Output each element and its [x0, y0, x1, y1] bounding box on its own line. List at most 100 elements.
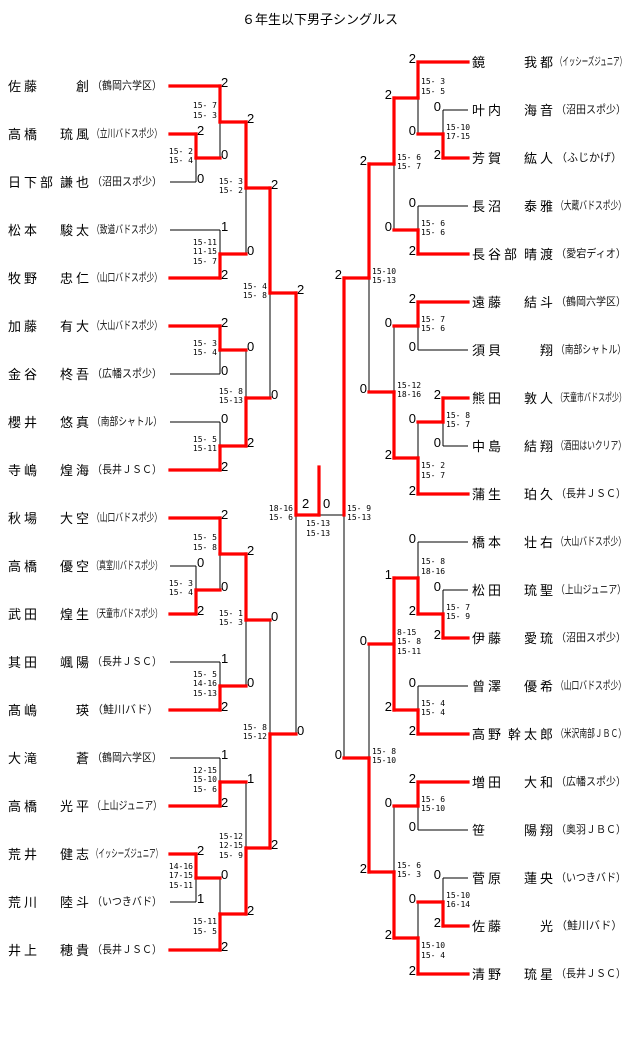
right-player-entry: 清野琉星長井ＪＳＣ — [472, 965, 633, 983]
player-club: ふじかげ — [556, 149, 622, 165]
match-score-top: 2 — [384, 87, 392, 102]
player-name: 松田琉聖 — [472, 580, 556, 599]
player-family-name: 日下部 — [8, 175, 57, 191]
game-score: 15-10 — [446, 122, 471, 132]
match-score-bottom: 0 — [297, 723, 305, 738]
game-score: 15- 8 — [242, 722, 267, 732]
game-score: 15- 6 — [421, 794, 446, 804]
player-family-name: 秋場 — [8, 511, 41, 527]
player-club: 広幡スポ少 — [556, 773, 626, 789]
player-given-name: 穂貴 — [59, 943, 92, 959]
match-score-top: 1 — [384, 567, 392, 582]
player-family-name: 笹 — [472, 823, 489, 839]
game-score: 15- 1 — [218, 608, 243, 618]
player-name: 櫻井悠真 — [8, 412, 92, 431]
player-club: 南部シャトル — [92, 413, 162, 429]
player-family-name: 熊田 — [472, 391, 505, 407]
game-score: 15- 8 — [446, 410, 471, 420]
right-player-entry: 佐藤光鮭川バド — [472, 917, 622, 935]
right-player-entry: 鏡我都イッシーズジュニア — [472, 53, 640, 71]
right-player-entry: 叶内海音沼田スポ少 — [472, 101, 633, 119]
match-score-bottom: 0 — [408, 123, 416, 138]
player-given-name: 蓮央 — [523, 871, 556, 887]
game-score: 15- 6 — [421, 218, 446, 228]
left-player-entry: 武田煌生天童市バドスポ少 — [8, 605, 202, 623]
player-given-name: 悠真 — [59, 415, 92, 431]
player-name: 長谷部晴渡 — [472, 244, 556, 263]
match-score-bottom: 2 — [433, 627, 441, 642]
player-family-name: 橋本 — [472, 535, 505, 551]
right-player-entry: 芳賀紘人ふじかげ — [472, 149, 622, 167]
game-score: 15- 9 — [218, 850, 243, 860]
player-name: 熊田 敦人 — [472, 388, 556, 407]
player-family-name: 高橋 — [8, 127, 41, 143]
player-family-name: 牧野 — [8, 271, 41, 287]
player-club: 酒田はいクリア — [556, 437, 626, 453]
match-score-top: 0 — [247, 339, 255, 354]
match-score-top: 2 — [297, 282, 305, 297]
player-family-name: 菅原 — [472, 871, 505, 887]
player-family-name: 寺嶋 — [8, 463, 41, 479]
game-score: 15- 5 — [421, 86, 446, 96]
player-club: 広幡スポ少 — [92, 365, 162, 381]
player-name: 髙嶋瑛 — [8, 700, 92, 719]
player-name: 寺嶋煌海 — [8, 460, 92, 479]
player-name: 其田颯陽 — [8, 652, 92, 671]
player-given-name: 創 — [75, 79, 92, 95]
game-score: 15-13 — [347, 513, 372, 522]
right-player-entry: 蒲生珀久長井ＪＳＣ — [472, 484, 633, 503]
game-score: 15- 5 — [192, 434, 217, 444]
match-score-top: 0 — [408, 411, 416, 426]
match-score-bottom: 2 — [221, 459, 229, 474]
player-family-name: 中島 — [472, 439, 505, 455]
player-name: 菅原 蓮央 — [472, 868, 556, 887]
player-given-name: 健志 — [59, 847, 92, 863]
player-family-name: 加藤 — [8, 319, 41, 335]
right-player-entry: 橋本壮右大山バドスポ少 — [472, 533, 640, 551]
game-score: 16-14 — [446, 900, 471, 909]
left-player-entry: 秋場大空山口バドスポ少 — [8, 509, 191, 527]
player-family-name: 長谷部 — [472, 247, 521, 263]
match-score-top: 0 — [271, 609, 279, 624]
player-family-name: 金谷 — [8, 367, 41, 383]
game-score: 15- 3 — [168, 578, 193, 588]
match-score-bottom: 2 — [221, 939, 229, 954]
player-club: 大蔵バドスポ少 — [556, 197, 626, 213]
player-family-name: 松本 — [8, 223, 41, 239]
player-name: 加藤有大 — [8, 316, 92, 335]
match-score-top: 0 — [221, 867, 229, 882]
left-player-entry: 佐藤創鶴岡六学区 — [8, 76, 169, 95]
game-score: 15- 6 — [268, 513, 293, 522]
player-family-name: 高野 — [472, 727, 505, 743]
player-family-name: 増田 — [472, 775, 505, 791]
player-given-name: 敦人 — [523, 391, 556, 407]
match-score-bottom: 2 — [433, 915, 441, 930]
match-score-top: 0 — [433, 867, 441, 882]
match-score-top: 1 — [221, 651, 229, 666]
match-score-top: 2 — [247, 543, 255, 558]
game-score: 15-13 — [306, 519, 331, 528]
game-score: 17-15 — [168, 871, 193, 881]
match-score-bottom: 1 — [197, 891, 205, 906]
match-score-bottom: 2 — [221, 699, 229, 714]
player-given-name: 颯陽 — [59, 655, 92, 671]
player-given-name: 泰雅 — [523, 199, 556, 215]
game-score: 15-11 — [192, 444, 217, 453]
game-score: 15- 3 — [218, 618, 243, 627]
final-left-score: 2 — [302, 496, 310, 511]
right-player-entry: 松田琉聖上山ジュニア — [472, 580, 640, 599]
player-name: 佐藤創 — [8, 76, 92, 95]
player-name: 蒲生珀久 — [472, 484, 556, 503]
player-family-name: 芳賀 — [472, 151, 505, 167]
